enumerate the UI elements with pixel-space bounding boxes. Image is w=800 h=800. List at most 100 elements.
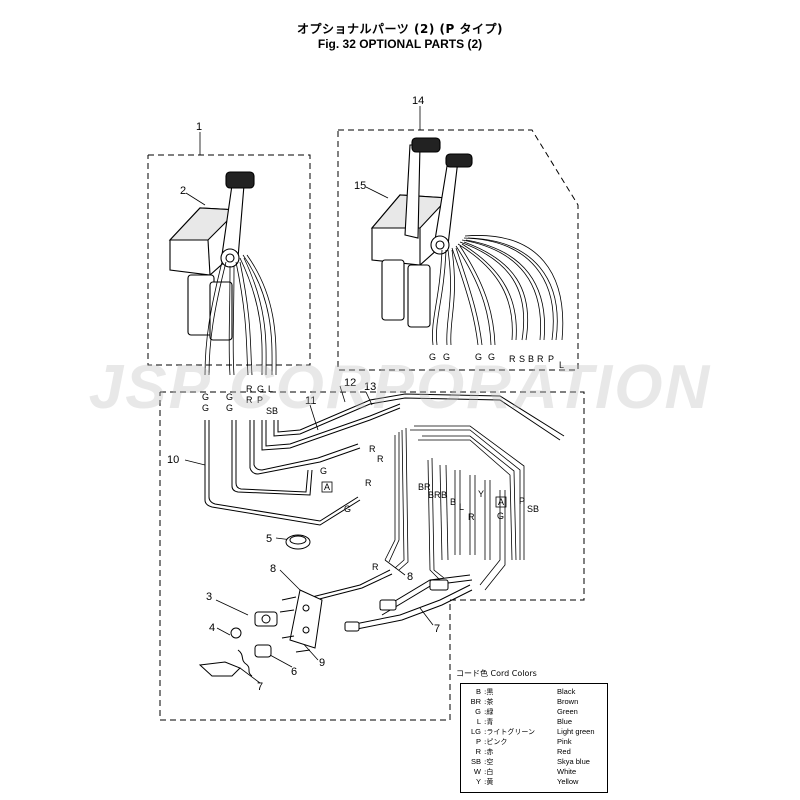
- title-japanese: オプショナルパーツ (2) (P タイプ): [297, 22, 503, 36]
- legend-en: Blue: [557, 717, 573, 726]
- legend-row: Y:黄 Yellow: [465, 777, 605, 787]
- callout-10: 10: [167, 454, 179, 466]
- wire-harness-bundle: [384, 425, 525, 591]
- wire-label: G: [344, 504, 351, 514]
- callout-7-left: 7: [257, 681, 263, 693]
- wire-label: G: [443, 352, 450, 362]
- wire-label: R: [246, 384, 253, 394]
- legend-jp: :空: [484, 758, 494, 766]
- harness-wires-2: [204, 254, 277, 376]
- wire-label: BR: [418, 482, 431, 492]
- legend-jp: :ライトグリーン: [484, 728, 536, 736]
- legend-jp: :茶: [484, 698, 494, 706]
- legend-row: SB:空 Skya blue: [465, 757, 605, 767]
- callout-11: 11: [305, 395, 316, 407]
- remote-control-box-2: [168, 171, 255, 341]
- wire-label: P: [257, 395, 263, 405]
- legend-en: Pink: [557, 737, 572, 746]
- legend-code: R: [475, 747, 481, 756]
- legend-code: G: [475, 707, 481, 716]
- wire-label: P: [519, 496, 525, 506]
- legend-row: L:青 Blue: [465, 717, 605, 727]
- wire-label: G: [429, 352, 436, 362]
- legend-code: LG: [470, 727, 481, 736]
- wire-label: R: [246, 395, 253, 405]
- legend-code: Y: [475, 777, 481, 786]
- callout-8-right: 8: [407, 571, 413, 583]
- wire-label: B: [450, 497, 456, 507]
- legend-code: B: [475, 687, 481, 696]
- legend-code: W: [473, 767, 481, 776]
- legend-row: LG:ライトグリーン Light green: [465, 727, 605, 737]
- legend-jp: :黒: [484, 688, 494, 696]
- legend-en: Skya blue: [557, 757, 590, 766]
- legend-jp: :赤: [484, 748, 494, 756]
- remote-control-box-15: [370, 137, 473, 328]
- wire-label: G: [226, 403, 233, 413]
- wire-label: R: [537, 354, 544, 364]
- legend-code: BR: [470, 697, 481, 706]
- wire-label: R: [509, 354, 516, 364]
- wire-label: G: [226, 392, 233, 402]
- wire-label: G: [488, 352, 495, 362]
- wire-label: R: [365, 478, 372, 488]
- legend-row: R:赤 Red: [465, 747, 605, 757]
- wire-label: Y: [478, 489, 484, 499]
- wire-label: R: [369, 444, 376, 454]
- legend-en: Light green: [557, 727, 595, 736]
- wire-label: B: [441, 490, 447, 500]
- legend-row: B:黒 Black: [465, 687, 605, 697]
- callout-12: 12: [344, 377, 356, 389]
- callout-15: 15: [354, 180, 366, 192]
- legend-title: コード色 Cord Colors: [456, 669, 537, 678]
- callout-4: 4: [209, 622, 215, 634]
- extension-cables: [204, 393, 565, 526]
- legend-jp: :青: [484, 718, 494, 726]
- harness-wires-15: [432, 235, 564, 346]
- group-outline-1: [147, 154, 311, 366]
- callout-13: 13: [364, 381, 376, 393]
- legend-jp: :白: [484, 768, 494, 776]
- legend-jp: :黄: [484, 778, 494, 786]
- wire-label: G: [202, 403, 209, 413]
- wire-label-a: A: [498, 497, 504, 507]
- wire-label: G: [257, 384, 264, 394]
- legend-code: P: [475, 737, 481, 746]
- wire-label: S: [519, 354, 525, 364]
- connector-box-a-right: [495, 496, 507, 508]
- wire-label: G: [475, 352, 482, 362]
- legend-row: P:ピンク Pink: [465, 737, 605, 747]
- legend-jp: :緑: [484, 708, 494, 716]
- figure-title: Fig. 32 OPTIONAL PARTS (2): [317, 37, 483, 51]
- wire-label: L: [459, 502, 464, 512]
- wire-label-a: A: [324, 482, 330, 492]
- legend-jp: :ピンク: [484, 738, 508, 746]
- callout-9: 9: [319, 657, 325, 669]
- wire-label: G: [320, 466, 327, 476]
- callout-5: 5: [266, 533, 272, 545]
- legend-en: Red: [557, 747, 571, 756]
- wire-label: G: [497, 511, 504, 521]
- wire-label: B: [528, 354, 534, 364]
- legend-code: L: [476, 717, 481, 726]
- wire-label: SB: [527, 504, 539, 514]
- wire-labels: G G G G R S R L B P G G G G R R G P L SB…: [202, 352, 564, 572]
- callout-6: 6: [291, 666, 297, 678]
- callout-1: 1: [196, 121, 202, 133]
- wire-label: R: [377, 454, 384, 464]
- callout-8-left: 8: [270, 563, 276, 575]
- legend-en: Black: [557, 687, 576, 696]
- callout-7-right: 7: [434, 623, 440, 635]
- wire-label: R: [468, 512, 475, 522]
- legend-en: Green: [557, 707, 578, 716]
- legend-en: Yellow: [557, 777, 579, 786]
- legend-code: SB: [470, 757, 481, 766]
- group-outline-14: [337, 129, 579, 371]
- callout-numbers: 1 2 14 15 10 11 12 13 5 8 8 3 4 9 6 7 7: [167, 95, 440, 693]
- wire-label: L: [268, 384, 273, 394]
